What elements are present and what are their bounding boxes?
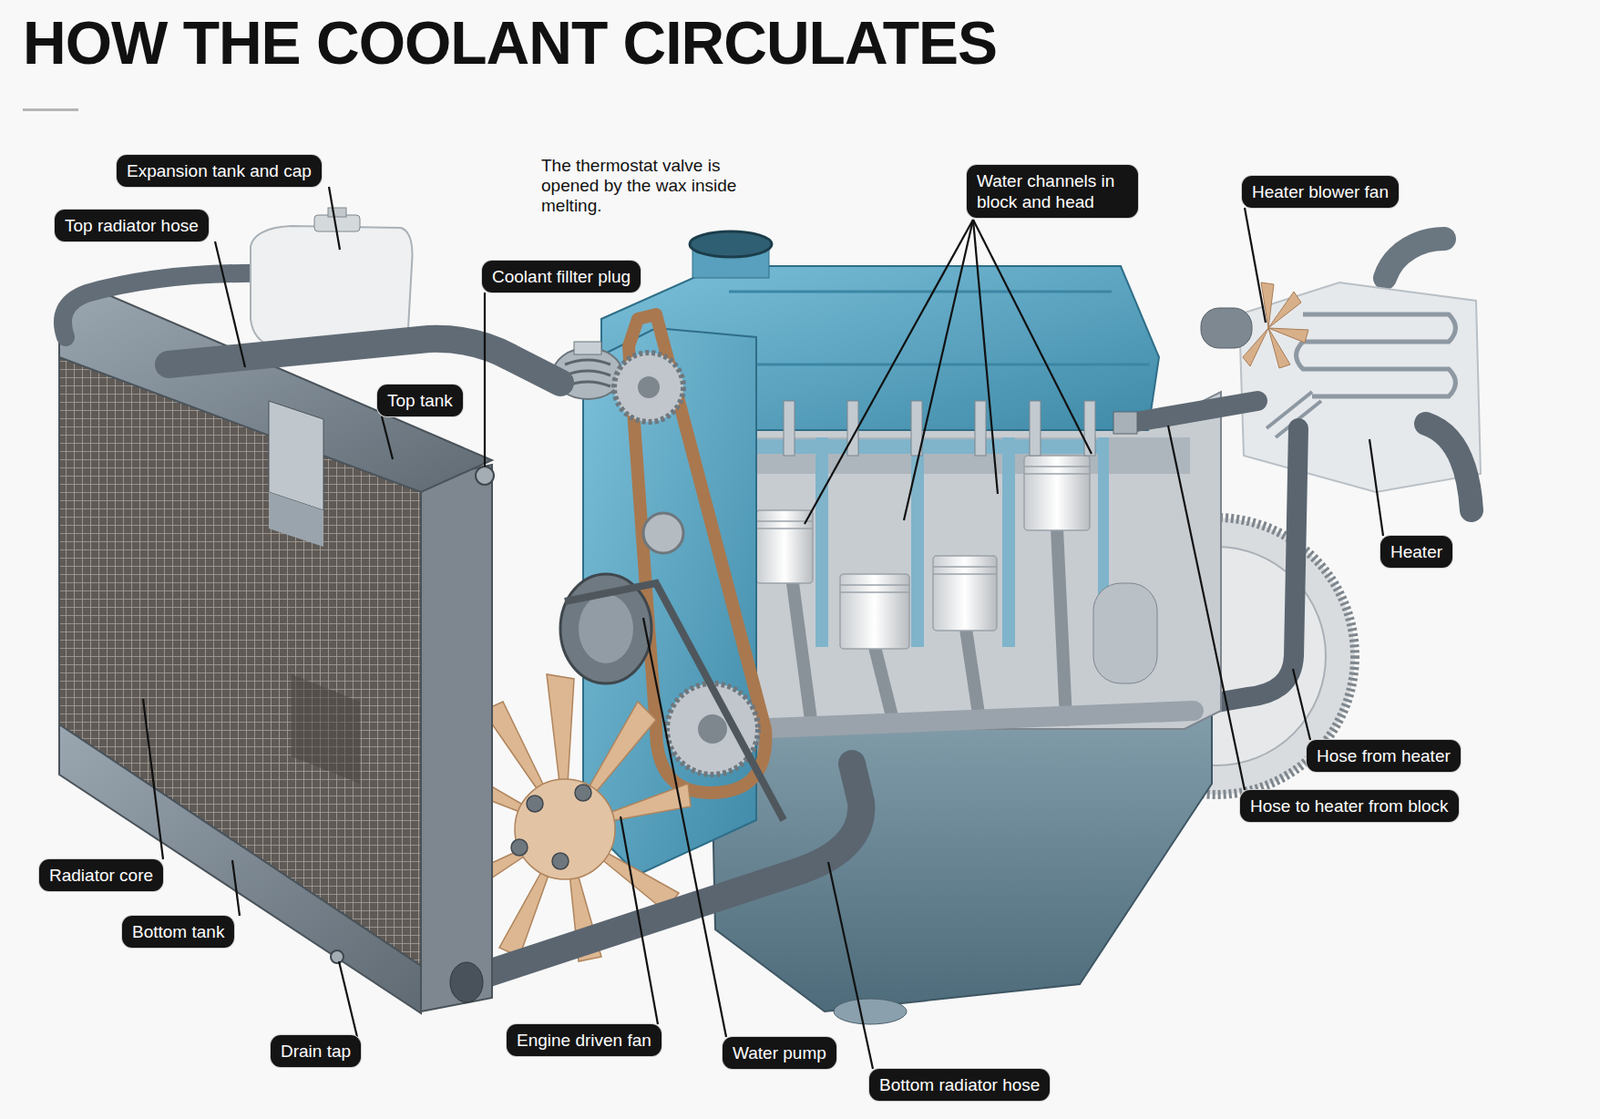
callout-label: Engine driven fan bbox=[506, 1024, 662, 1057]
callout-label: Hose to heater from block bbox=[1240, 789, 1459, 822]
radiator bbox=[59, 293, 494, 1014]
callout-text: Water channels in block and head bbox=[976, 170, 1129, 213]
callout-text: Engine driven fan bbox=[516, 1029, 652, 1051]
callout-text: Heater bbox=[1390, 541, 1443, 563]
title: HOW THE COOLANT CIRCULATES bbox=[22, 12, 997, 73]
callout-label: Water channels in block and head bbox=[966, 164, 1139, 218]
callout-label: Coolant fillter plug bbox=[482, 260, 641, 293]
callout-text: Hose from heater bbox=[1316, 745, 1451, 767]
callout-text: Bottom tank bbox=[132, 921, 225, 943]
sump bbox=[710, 669, 1212, 1012]
callout-text: Expansion tank and cap bbox=[126, 160, 312, 182]
hose bbox=[1125, 400, 1258, 424]
engine-block bbox=[728, 391, 1221, 729]
callout-text: Bottom radiator hose bbox=[879, 1074, 1040, 1096]
callout-label: Bottom radiator hose bbox=[869, 1068, 1050, 1101]
note-text: The thermostat valve is opened by the wa… bbox=[541, 155, 760, 216]
callout-label: Heater blower fan bbox=[1241, 175, 1399, 208]
callout-label: Water pump bbox=[722, 1036, 837, 1069]
callout-text: Top tank bbox=[387, 389, 453, 411]
hose bbox=[469, 763, 862, 980]
callout-label: Top tank bbox=[377, 384, 463, 417]
callout-label: Heater bbox=[1380, 535, 1453, 568]
callout-label: Drain tap bbox=[270, 1035, 361, 1067]
callout-label: Radiator core bbox=[39, 859, 164, 892]
title-rule bbox=[22, 108, 79, 112]
hose bbox=[168, 338, 561, 383]
callout-label: Bottom tank bbox=[122, 915, 235, 948]
callout-text: Water pump bbox=[732, 1042, 827, 1064]
callout-text: Radiator core bbox=[49, 864, 154, 886]
callout-label: Top radiator hose bbox=[54, 209, 209, 242]
expansion-tank bbox=[62, 207, 413, 347]
callout-text: Top radiator hose bbox=[64, 215, 199, 236]
callout-label: Expansion tank and cap bbox=[116, 154, 322, 187]
callout-text: Coolant fillter plug bbox=[492, 266, 631, 288]
callout-text: Drain tap bbox=[280, 1040, 351, 1062]
leader-lines bbox=[143, 186, 1384, 1069]
heater bbox=[1200, 238, 1481, 511]
callout-text: Heater blower fan bbox=[1251, 181, 1389, 203]
callout-label: Hose from heater bbox=[1306, 739, 1461, 772]
callout-text: Hose to heater from block bbox=[1250, 795, 1449, 817]
